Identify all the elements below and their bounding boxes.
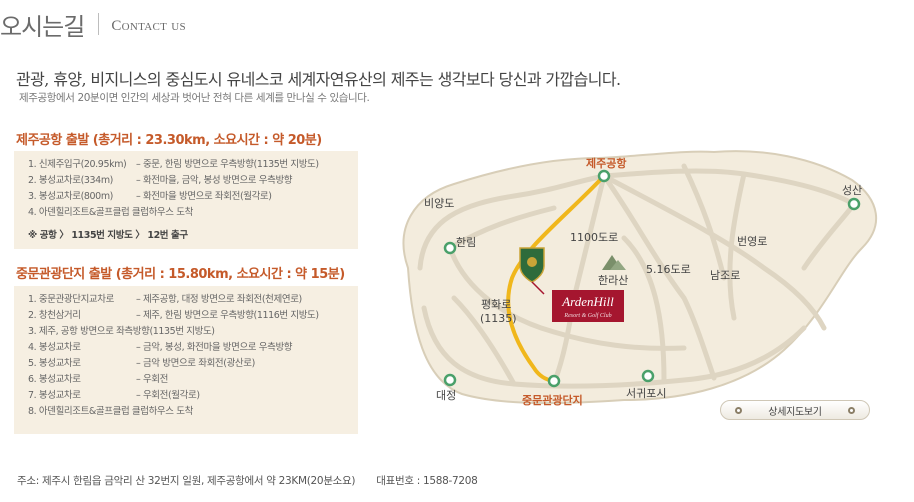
jungmun-route-step-location: 8. 아덴힐리조트&골프클럽 클럽하우스 도착 <box>28 406 193 417</box>
jungmun-route-step-location: 1. 중문관광단지교차로 <box>28 294 114 305</box>
airport-route-step-location: 4. 아덴힐리조트&골프클럽 클럽하우스 도착 <box>28 207 193 218</box>
jungmun-route-step: 8. 아덴힐리조트&골프클럽 클럽하우스 도착 <box>28 404 358 420</box>
jungmun-route-step: 4. 봉성교차로 – 금악, 봉성, 화전마을 방면으로 우측방향 <box>28 340 358 356</box>
label-seogwipo: 서귀포시 <box>626 387 666 400</box>
label-beonyeong: 번영로 <box>737 235 767 248</box>
footer-tel: 대표번호 : 1588-7208 <box>376 475 478 487</box>
station-daejeong <box>443 373 457 387</box>
page-header: 오시는길 Contact us <box>0 6 186 42</box>
jungmun-route-step-location: 2. 창천삼거리 <box>28 310 81 321</box>
airport-route-steps: 1. 신제주입구(20.95km) – 중문, 한림 방면으로 우측방향(1135… <box>28 157 358 221</box>
jeju-map: 제주공항 비양도 한림 1100도로 한라산 5.16도로 번영로 남조로 성산… <box>402 150 878 407</box>
island-shape <box>402 150 878 405</box>
intro-sub: 제주공항에서 20분이면 인간의 세상과 벗어난 전혀 다른 세계를 만나실 수… <box>19 92 370 104</box>
jungmun-route-step-direction: – 우회전(월각로) <box>136 390 200 401</box>
label-road1100: 1100도로 <box>570 231 618 244</box>
jungmun-route-step: 1. 중문관광단지교차로 – 제주공항, 대정 방면으로 좌회전(천제연로) <box>28 292 358 308</box>
footer-info: 주소: 제주시 한림읍 금악리 산 32번지 일원, 제주공항에서 약 23KM… <box>17 473 478 488</box>
jungmun-route-step-direction: – 제주, 한림 방면으로 우측방향(1116번 지방도) <box>136 310 319 321</box>
airport-route-step-location: 2. 봉성교차로(334m) <box>28 175 113 186</box>
jungmun-route-step-direction: – 우회전 <box>136 374 168 385</box>
jungmun-route-step-location: 4. 봉성교차로 <box>28 342 81 353</box>
arden-hill-logo <box>552 290 624 322</box>
detail-map-button[interactable]: 상세지도보기 <box>720 400 870 420</box>
label-hallim: 한림 <box>456 236 476 249</box>
footer-address: 주소: 제주시 한림읍 금악리 산 32번지 일원, 제주공항에서 약 23KM… <box>17 475 356 487</box>
intro-lead: 관광, 휴양, 비지니스의 중심도시 유네스코 세계자연유산의 제주는 생각보다… <box>16 70 621 89</box>
logo-sub-text: Resort & Golf Club <box>563 312 611 319</box>
airport-route-step-direction: – 화전마을, 금악, 봉성 방면으로 우측방향 <box>136 175 293 186</box>
airport-route-step-location: 1. 신제주입구(20.95km) <box>28 159 127 170</box>
station-hallim <box>443 241 457 255</box>
station-jungmun <box>547 374 561 388</box>
station-seongsan <box>847 197 861 211</box>
jungmun-route-step: 3. 제주, 공항 방면으로 좌측방향(1135번 지방도) <box>28 324 358 340</box>
airport-route-note: ※ 공항 〉 1135번 지방도 〉 12번 출구 <box>28 230 188 241</box>
airport-route-title: 제주공항 출발 (총거리 : 23.30km, 소요시간 : 약 20분) <box>16 133 322 148</box>
page-subtitle: Contact us <box>111 17 186 34</box>
jungmun-route-step-location: 5. 봉성교차로 <box>28 358 81 369</box>
jungmun-route-step-location: 6. 봉성교차로 <box>28 374 81 385</box>
airport-route-step: 1. 신제주입구(20.95km) – 중문, 한림 방면으로 우측방향(1135… <box>28 157 358 173</box>
hallasan-mountain-peak <box>610 260 626 270</box>
jungmun-route-box: 1. 중문관광단지교차로 – 제주공항, 대정 방면으로 좌회전(천제연로) 2. … <box>14 286 358 434</box>
detail-map-button-label: 상세지도보기 <box>768 406 822 418</box>
airport-route-step: 4. 아덴힐리조트&골프클럽 클럽하우스 도착 <box>28 205 358 221</box>
bullet-right-icon <box>848 406 855 414</box>
airport-route-step-location: 3. 봉성교차로(800m) <box>28 191 113 202</box>
label-namjo: 남조로 <box>710 269 740 282</box>
jungmun-route-step-direction: – 제주공항, 대정 방면으로 좌회전(천제연로) <box>136 294 302 305</box>
header-divider <box>98 13 100 35</box>
label-jungmun: 중문관광단지 <box>522 393 583 407</box>
jungmun-route-step-location: 3. 제주, 공항 방면으로 좌측방향(1135번 지방도) <box>28 326 215 337</box>
station-seogwipo <box>641 369 655 383</box>
jungmun-route-step: 5. 봉성교차로 – 금악 방면으로 좌회전(광산로) <box>28 356 358 372</box>
label-airport: 제주공항 <box>586 156 626 170</box>
logo-main-text: ArdenHill <box>561 294 614 309</box>
jungmun-route-step-location: 7. 봉성교차로 <box>28 390 81 401</box>
airport-route-step-direction: – 중문, 한림 방면으로 우측방향(1135번 지방도) <box>136 159 319 170</box>
label-biyangdo: 비양도 <box>424 197 454 210</box>
label-road1135: (1135) <box>480 312 517 325</box>
label-seongsan: 성산 <box>842 184 862 197</box>
jungmun-route-step: 2. 창천삼거리 – 제주, 한림 방면으로 우측방향(1116번 지방도) <box>28 308 358 324</box>
route-airport-to-jungmun <box>506 174 606 383</box>
label-pyeonghwa: 평화로 <box>481 298 511 311</box>
bullet-left-icon <box>735 406 742 414</box>
station-airport <box>597 169 611 183</box>
jungmun-route-step: 7. 봉성교차로 – 우회전(월각로) <box>28 388 358 404</box>
label-daejeong: 대정 <box>436 389 456 402</box>
airport-route-step: 2. 봉성교차로(334m) – 화전마을, 금악, 봉성 방면으로 우측방향 <box>28 173 358 189</box>
map-stations <box>443 169 861 388</box>
jungmun-route-steps: 1. 중문관광단지교차로 – 제주공항, 대정 방면으로 좌회전(천제연로) 2. … <box>28 292 358 420</box>
airport-route-box: 1. 신제주입구(20.95km) – 중문, 한림 방면으로 우측방향(1135… <box>14 151 358 249</box>
jungmun-route-step-direction: – 금악 방면으로 좌회전(광산로) <box>136 358 255 369</box>
label-hallasan: 한라산 <box>598 274 628 287</box>
arden-hill-emblem-icon <box>519 247 545 295</box>
jungmun-route-title: 중문관광단지 출발 (총거리 : 15.80km, 소요시간 : 약 15분) <box>16 267 345 282</box>
jungmun-route-step-direction: – 금악, 봉성, 화전마을 방면으로 우측방향 <box>136 342 293 353</box>
airport-route-step: 3. 봉성교차로(800m) – 화전마을 방면으로 좌회전(월각로) <box>28 189 358 205</box>
jungmun-route-step: 6. 봉성교차로 – 우회전 <box>28 372 358 388</box>
airport-route-step-direction: – 화전마을 방면으로 좌회전(월각로) <box>136 191 272 202</box>
page-title: 오시는길 <box>0 12 85 41</box>
label-road516: 5.16도로 <box>646 263 691 276</box>
